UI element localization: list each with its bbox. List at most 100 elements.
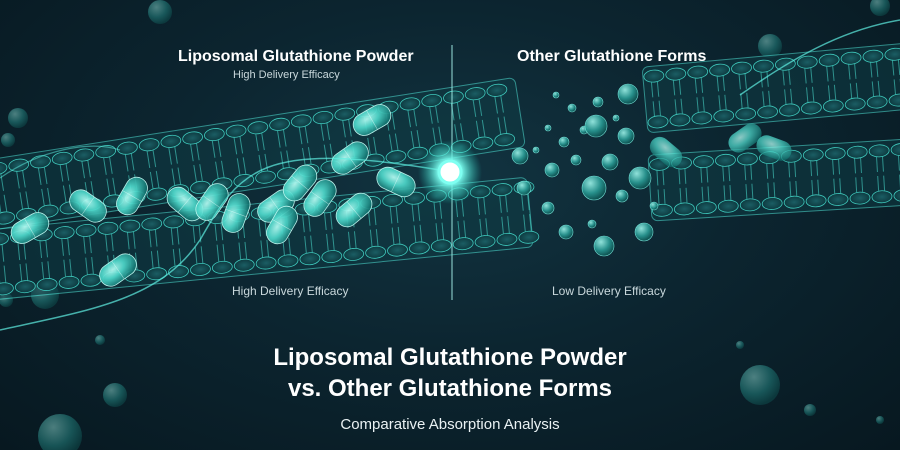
lipid-tail [650, 82, 654, 98]
lipid-tail [407, 110, 412, 128]
liposome-capsule [376, 166, 416, 198]
lipid-head [849, 191, 871, 205]
lipid-tail [132, 231, 136, 249]
lipid-tail [90, 181, 95, 199]
lipid-tail [91, 256, 94, 274]
lipid-tail [413, 109, 417, 127]
lipid-head [774, 57, 796, 71]
lipid-tail [61, 238, 64, 256]
lipid-tail [416, 130, 421, 148]
lipid-tail [826, 66, 829, 82]
lipid-head [665, 67, 687, 81]
lipid-head [735, 107, 757, 121]
lipid-tail [258, 154, 263, 172]
capsule-body [756, 135, 792, 161]
lipid-tail [174, 146, 178, 164]
lipid-tail [176, 227, 180, 245]
lipid-tail [893, 79, 897, 95]
lipid-tail [527, 193, 530, 211]
lipid-tail [839, 178, 842, 194]
glutathione-particle [649, 201, 659, 211]
divider-glow-core [437, 159, 463, 185]
lipid-tail [288, 237, 291, 255]
lipid-tail [196, 143, 200, 161]
lipid-head [321, 250, 343, 264]
lipid-tail [439, 201, 443, 219]
lipid-tail [149, 171, 154, 189]
lipid-tail [766, 163, 769, 179]
lipid-tail [463, 220, 467, 238]
lipid-tail [855, 82, 859, 98]
lipid-head [75, 223, 97, 237]
capsule-seam [291, 175, 309, 191]
lipid-tail [722, 166, 725, 182]
liposome-capsule [335, 192, 373, 228]
lipid-head [890, 143, 900, 156]
lipid-head [464, 87, 486, 101]
lipid-tail [105, 234, 108, 252]
lipid-head [647, 115, 669, 129]
lipid-tail [738, 74, 741, 90]
liposome-capsules [10, 104, 416, 287]
lipid-tail [156, 250, 160, 268]
lipid-tail [672, 80, 676, 96]
lipid-tail [871, 81, 875, 97]
lipid-tail [746, 92, 749, 108]
lipid-tail [367, 137, 371, 155]
lipid-head [58, 275, 80, 289]
lipid-tail [298, 127, 303, 145]
lipid-tail [684, 168, 687, 184]
lipid-tail [255, 134, 259, 152]
lipid-tail [435, 223, 439, 241]
lipid-tail [148, 230, 152, 248]
lipid-tail [861, 176, 864, 192]
lipid-tail [876, 156, 878, 173]
lipid-head [783, 195, 805, 209]
lipid-tail [806, 87, 809, 103]
lipid-head [299, 252, 321, 266]
background-bubble [870, 0, 890, 16]
lipid-tail [19, 192, 24, 210]
lipid-tail [0, 195, 2, 213]
lipid-tail [217, 139, 222, 157]
lipid-head [277, 254, 299, 268]
lipid-tail [37, 168, 42, 186]
lipid-tail [214, 223, 218, 241]
lipid-tail [477, 197, 480, 216]
liposome-capsule [69, 189, 107, 223]
lipid-tail [216, 244, 220, 262]
lipid-head [827, 193, 849, 206]
lipid-tail [849, 83, 853, 99]
lipid-tail [260, 240, 264, 258]
lipid-tail [242, 157, 247, 175]
lipid-tail [501, 216, 504, 234]
lipid-tail [397, 226, 401, 244]
capsule-seam [24, 218, 36, 238]
lipid-tail [652, 101, 655, 117]
lipid-head [715, 153, 736, 167]
lipid-head [146, 187, 168, 201]
lipid-tail [233, 137, 238, 155]
lipid-tail [855, 177, 858, 193]
glutathione-particle [570, 154, 582, 166]
lipid-tail [479, 218, 483, 236]
lipid-tail [87, 160, 91, 178]
lipid-head [290, 114, 312, 128]
lipid-tail [877, 80, 881, 96]
lipid-head [365, 245, 386, 259]
liposome-capsule [221, 193, 251, 233]
liposome-capsule [331, 141, 369, 175]
lipid-tail [17, 243, 21, 261]
lipid-tail [172, 248, 176, 266]
lipid-tail [320, 123, 325, 141]
lipid-head [421, 93, 443, 108]
lipid-head [182, 131, 203, 145]
lipid-tail [833, 178, 836, 194]
lipid-head [0, 232, 9, 246]
lipid-tail [47, 187, 51, 205]
stranded-capsule [756, 135, 792, 161]
lipid-head [693, 155, 714, 169]
lipid-head [269, 117, 290, 131]
lipid-tail [194, 246, 198, 264]
